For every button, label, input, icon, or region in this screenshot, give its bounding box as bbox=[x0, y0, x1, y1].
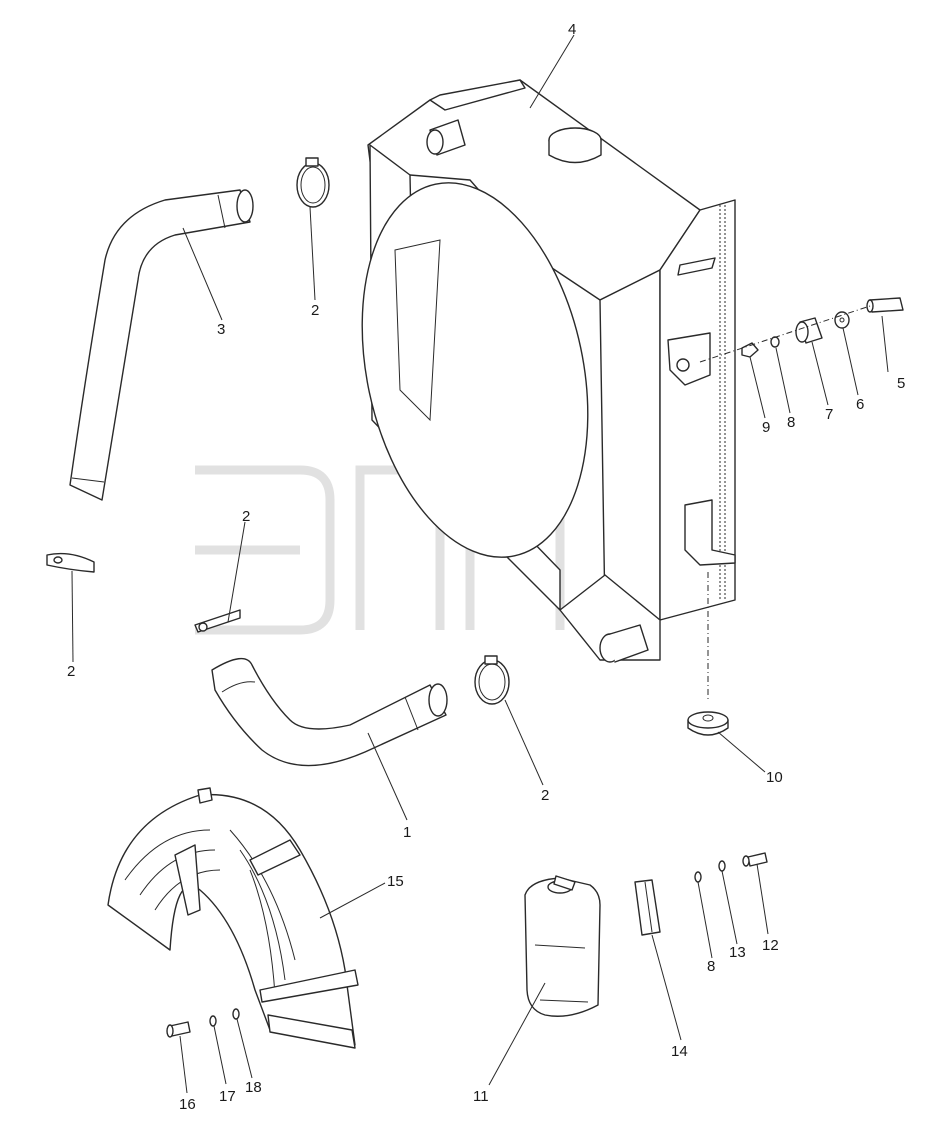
callout-6: 6 bbox=[856, 396, 864, 413]
radiator-mount-hardware bbox=[699, 297, 904, 363]
rubber-mount-pad bbox=[687, 711, 729, 736]
callout-12: 12 bbox=[762, 937, 779, 954]
fan-guard-grille bbox=[107, 787, 359, 1049]
callout-13: 13 bbox=[729, 944, 746, 961]
callout-2d: 2 bbox=[541, 787, 549, 804]
callout-4: 4 bbox=[568, 21, 576, 38]
callout-5: 5 bbox=[897, 375, 905, 392]
lower-hose bbox=[211, 657, 448, 767]
callout-14: 14 bbox=[671, 1043, 688, 1060]
callout-11: 11 bbox=[473, 1088, 489, 1105]
upper-hose bbox=[69, 189, 254, 501]
callout-10: 10 bbox=[766, 769, 783, 786]
radiator-assembly bbox=[361, 79, 736, 700]
callout-3: 3 bbox=[217, 321, 225, 338]
callout-2b: 2 bbox=[242, 508, 250, 525]
callout-15: 15 bbox=[387, 873, 404, 890]
callout-8b: 8 bbox=[707, 958, 715, 975]
callout-9: 9 bbox=[762, 419, 770, 436]
callout-18: 18 bbox=[245, 1079, 262, 1096]
expansion-tank bbox=[524, 875, 601, 1017]
callout-16: 16 bbox=[179, 1096, 196, 1113]
callout-17: 17 bbox=[219, 1088, 236, 1105]
callout-1: 1 bbox=[403, 824, 411, 841]
callout-7: 7 bbox=[825, 406, 833, 423]
callout-8a: 8 bbox=[787, 414, 795, 431]
tank-bracket-hardware bbox=[634, 852, 768, 936]
callout-labels: 4 5 6 7 8 9 10 3 2 2 2 2 1 15 11 14 8 13… bbox=[67, 21, 905, 1113]
grille-fasteners bbox=[166, 1008, 240, 1038]
callout-2c: 2 bbox=[67, 663, 75, 680]
callout-2a: 2 bbox=[311, 302, 319, 319]
leader-lines bbox=[71, 34, 889, 1094]
